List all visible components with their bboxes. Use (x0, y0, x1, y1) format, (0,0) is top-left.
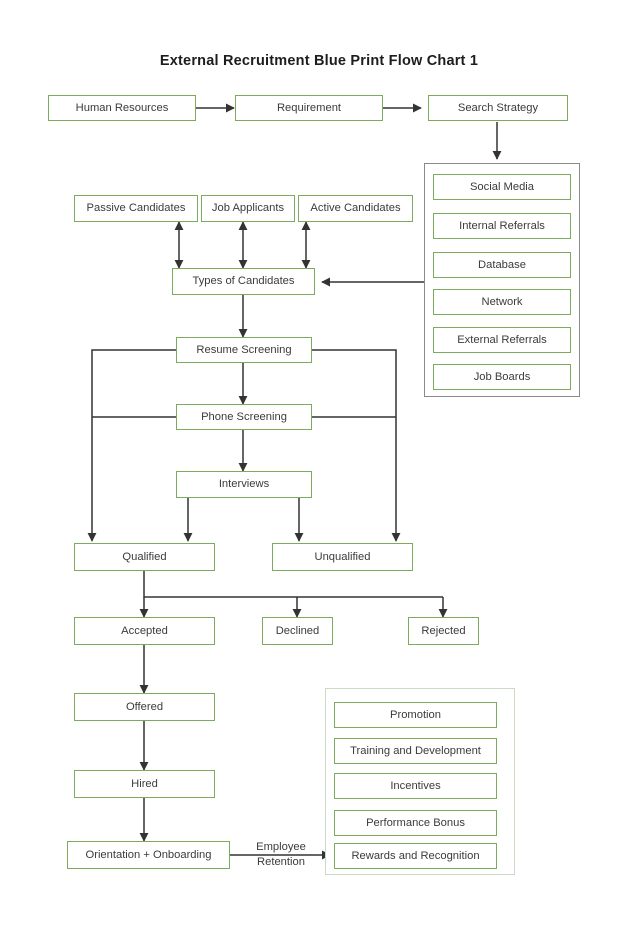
node-declined[interactable]: Declined (262, 617, 333, 645)
node-declined-label: Declined (275, 624, 320, 637)
node-phone-screening[interactable]: Phone Screening (176, 404, 312, 430)
sourcing-channels-group (424, 163, 580, 397)
node-hired[interactable]: Hired (74, 770, 215, 798)
node-training-and-development[interactable]: Training and Development (334, 738, 497, 764)
node-orientation-onboarding-label: Orientation + Onboarding (85, 848, 212, 861)
node-performance-bonus-label: Performance Bonus (366, 816, 465, 829)
node-network[interactable]: Network (433, 289, 571, 315)
node-requirement[interactable]: Requirement (235, 95, 383, 121)
node-rewards-and-recognition-label: Rewards and Recognition (351, 849, 480, 862)
node-human-resources[interactable]: Human Resources (48, 95, 196, 121)
node-internal-referrals-label: Internal Referrals (459, 219, 545, 232)
node-promotion[interactable]: Promotion (334, 702, 497, 728)
node-rejected[interactable]: Rejected (408, 617, 479, 645)
node-job-applicants-label: Job Applicants (211, 202, 285, 215)
node-internal-referrals[interactable]: Internal Referrals (433, 213, 571, 239)
node-passive-candidates[interactable]: Passive Candidates (74, 195, 198, 222)
node-database-label: Database (478, 258, 526, 271)
node-qualified-label: Qualified (122, 550, 167, 563)
node-phone-screening-label: Phone Screening (201, 410, 287, 423)
node-incentives[interactable]: Incentives (334, 773, 497, 799)
node-resume-screening[interactable]: Resume Screening (176, 337, 312, 363)
node-types-of-candidates[interactable]: Types of Candidates (172, 268, 315, 295)
node-offered-label: Offered (125, 700, 164, 713)
node-orientation-onboarding[interactable]: Orientation + Onboarding (67, 841, 230, 869)
node-external-referrals-label: External Referrals (457, 333, 547, 346)
node-resume-screening-label: Resume Screening (196, 343, 292, 356)
node-interviews[interactable]: Interviews (176, 471, 312, 498)
node-external-referrals[interactable]: External Referrals (433, 327, 571, 353)
node-job-boards[interactable]: Job Boards (433, 364, 571, 390)
node-rejected-label: Rejected (421, 624, 466, 637)
node-accepted-label: Accepted (121, 624, 168, 637)
node-search-strategy[interactable]: Search Strategy (428, 95, 568, 121)
node-active-candidates-label: Active Candidates (310, 202, 401, 215)
node-job-boards-label: Job Boards (473, 370, 531, 383)
node-job-applicants[interactable]: Job Applicants (201, 195, 295, 222)
node-qualified[interactable]: Qualified (74, 543, 215, 571)
node-network-label: Network (481, 295, 523, 308)
node-training-and-development-label: Training and Development (350, 744, 481, 757)
page-title: External Recruitment Blue Print Flow Cha… (159, 53, 479, 69)
node-unqualified-label: Unqualified (314, 550, 371, 563)
node-incentives-label: Incentives (390, 779, 441, 792)
node-promotion-label: Promotion (390, 708, 441, 721)
edge-label-employee-retention: Employee Retention (256, 841, 306, 868)
node-types-of-candidates-label: Types of Candidates (192, 275, 295, 288)
node-social-media[interactable]: Social Media (433, 174, 571, 200)
node-unqualified[interactable]: Unqualified (272, 543, 413, 571)
node-passive-candidates-label: Passive Candidates (86, 202, 186, 215)
node-social-media-label: Social Media (469, 180, 535, 193)
node-interviews-label: Interviews (218, 478, 270, 491)
node-search-strategy-label: Search Strategy (457, 101, 539, 114)
node-accepted[interactable]: Accepted (74, 617, 215, 645)
node-offered[interactable]: Offered (74, 693, 215, 721)
node-rewards-and-recognition[interactable]: Rewards and Recognition (334, 843, 497, 869)
node-hired-label: Hired (131, 777, 158, 790)
node-performance-bonus[interactable]: Performance Bonus (334, 810, 497, 836)
node-requirement-label: Requirement (276, 101, 342, 114)
node-active-candidates[interactable]: Active Candidates (298, 195, 413, 222)
node-database[interactable]: Database (433, 252, 571, 278)
node-human-resources-label: Human Resources (75, 101, 169, 114)
